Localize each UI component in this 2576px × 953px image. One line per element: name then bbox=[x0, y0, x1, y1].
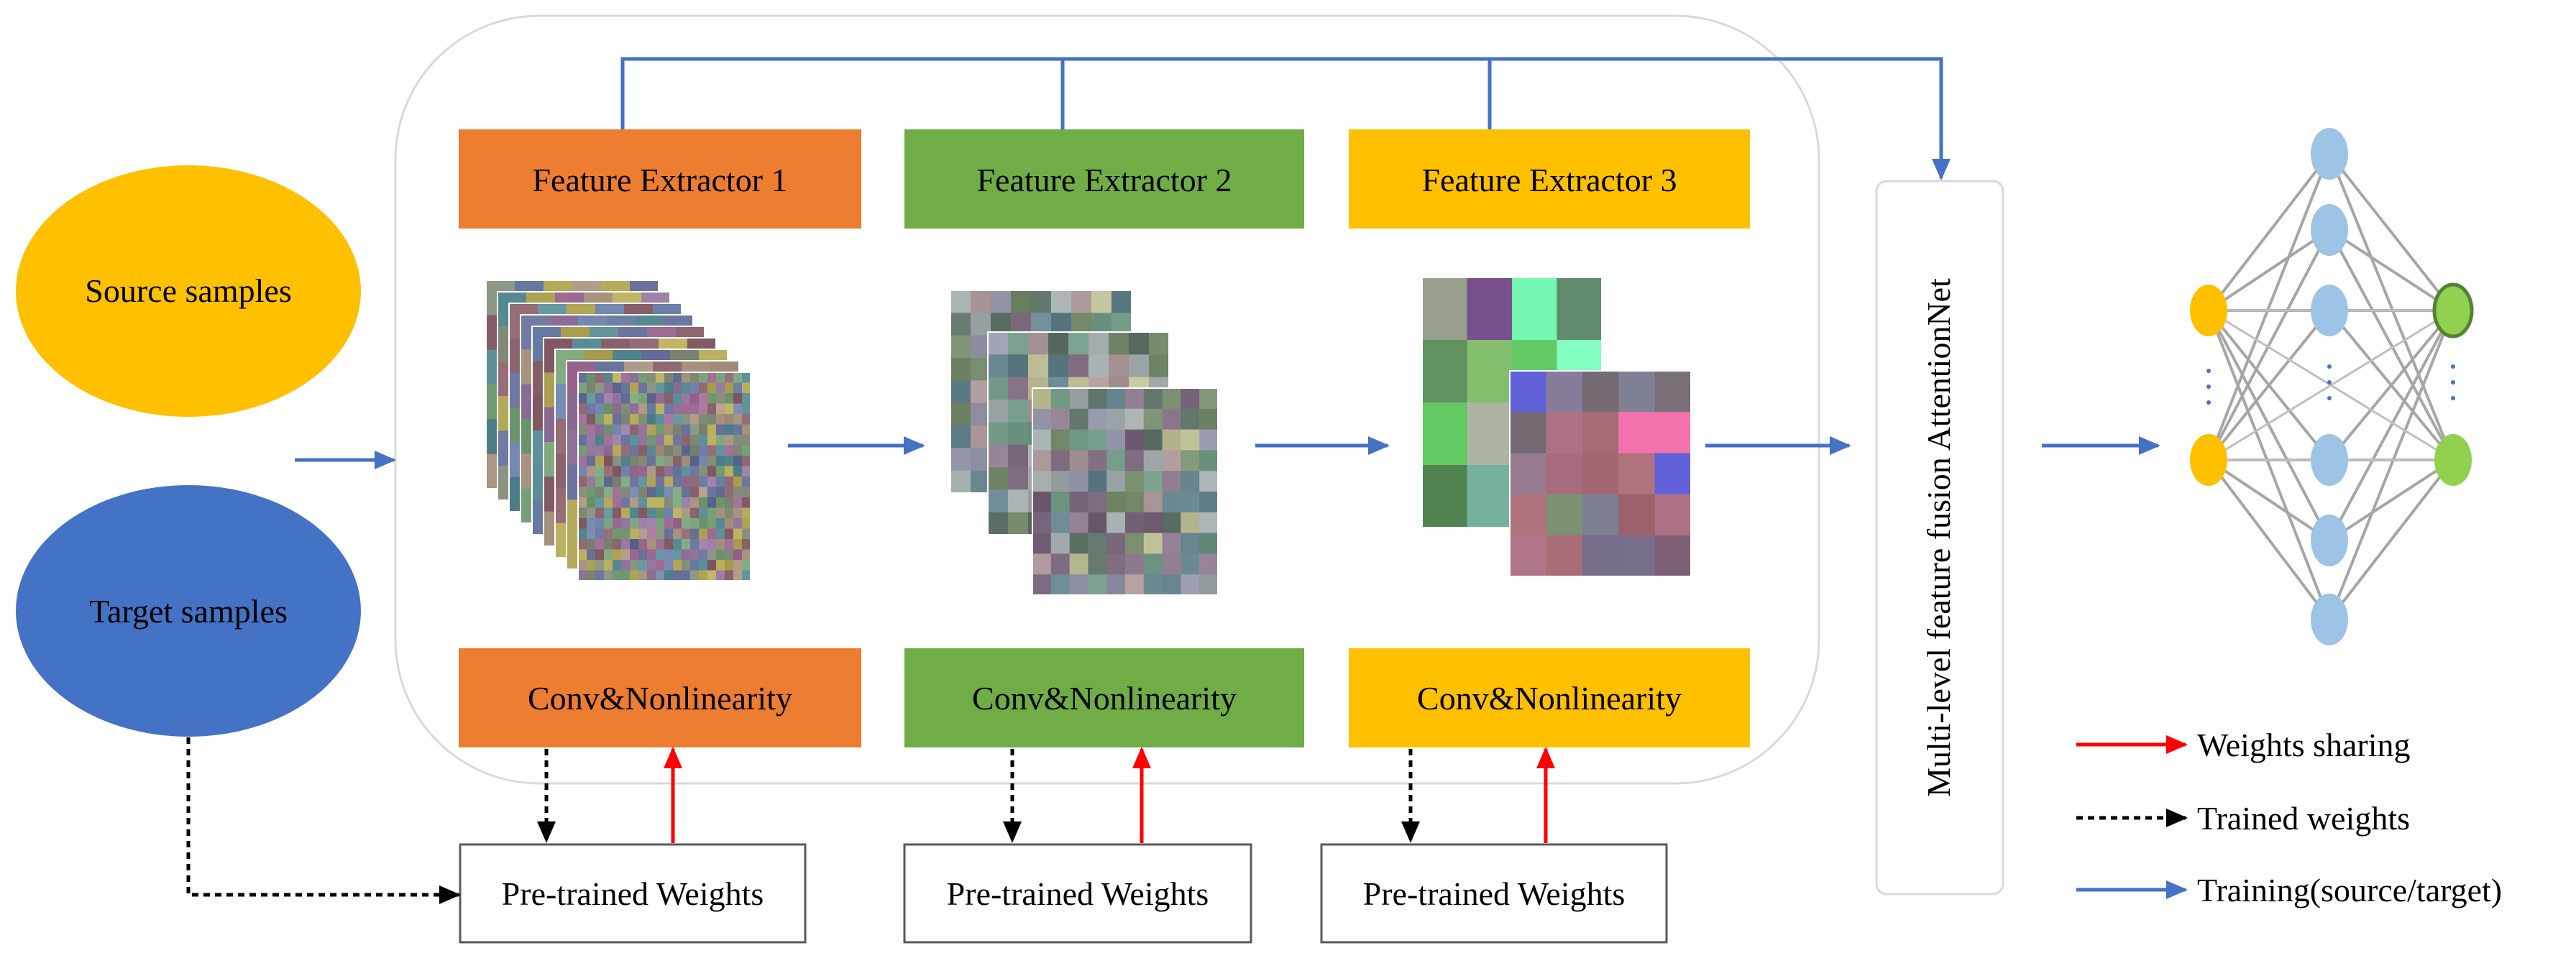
network-node bbox=[2190, 285, 2227, 336]
conv-nonlinearity-2-label: Conv&Nonlinearity bbox=[972, 680, 1237, 717]
target-samples-node: Target samples bbox=[16, 485, 361, 737]
feature-extractor-1-label: Feature Extractor 1 bbox=[532, 162, 787, 198]
conv-nonlinearity-3: Conv&Nonlinearity bbox=[1349, 648, 1750, 747]
legend-trained-weights: Trained weights bbox=[2076, 800, 2410, 837]
conv-nonlinearity-3-label: Conv&Nonlinearity bbox=[1417, 680, 1682, 717]
legend-training: Training(source/target) bbox=[2076, 872, 2502, 908]
network-node bbox=[2311, 204, 2348, 256]
network-connections bbox=[2207, 152, 2454, 621]
network-node bbox=[2311, 434, 2348, 486]
source-samples-node: Source samples bbox=[16, 165, 361, 417]
feature-extractor-1: Feature Extractor 1 bbox=[459, 129, 861, 229]
legend: Weights sharing Trained weights Training… bbox=[2076, 727, 2502, 908]
feature-map-stack-1 bbox=[485, 280, 751, 581]
conv-nonlinearity-2: Conv&Nonlinearity bbox=[904, 648, 1304, 747]
pretrained-weights-1: Pre-trained Weights bbox=[459, 843, 807, 944]
network-ellipsis bbox=[2206, 364, 2455, 405]
feature-extractor-3-label: Feature Extractor 3 bbox=[1421, 162, 1677, 198]
conv-nonlinearity-1-label: Conv&Nonlinearity bbox=[528, 680, 792, 717]
network-node bbox=[2434, 434, 2472, 486]
network-node bbox=[2311, 594, 2348, 645]
feature-extractor-2: Feature Extractor 2 bbox=[904, 129, 1304, 229]
network-node bbox=[2190, 434, 2227, 486]
pretrained-weights-2-label: Pre-trained Weights bbox=[947, 875, 1209, 912]
network-node bbox=[2311, 285, 2348, 336]
feature-extractor-2-label: Feature Extractor 2 bbox=[976, 162, 1232, 198]
network-node bbox=[2311, 128, 2348, 180]
feature-map-stack-2 bbox=[950, 290, 1219, 596]
trained-weights-arrows bbox=[186, 737, 1420, 904]
pretrained-weights-3: Pre-trained Weights bbox=[1320, 843, 1668, 944]
source-samples-label: Source samples bbox=[85, 272, 291, 309]
pretrained-weights-1-label: Pre-trained Weights bbox=[502, 875, 764, 912]
training-connector-top bbox=[620, 57, 1951, 180]
legend-weights-sharing: Weights sharing bbox=[2076, 727, 2411, 763]
conv-nonlinearity-1: Conv&Nonlinearity bbox=[459, 648, 861, 747]
weight-sharing-arrows bbox=[664, 747, 1555, 843]
legend-trained-weights-label: Trained weights bbox=[2197, 800, 2410, 837]
training-flow-arrows bbox=[295, 436, 2160, 469]
attention-net-label: Multi-level feature fusion AttentionNet bbox=[1920, 278, 1957, 797]
legend-training-label: Training(source/target) bbox=[2197, 872, 2502, 908]
attention-net-box: Multi-level feature fusion AttentionNet bbox=[1875, 180, 2004, 896]
pretrained-weights-3-label: Pre-trained Weights bbox=[1363, 875, 1626, 912]
network-node bbox=[2432, 282, 2474, 339]
network-node bbox=[2311, 515, 2348, 566]
pretrained-weights-2: Pre-trained Weights bbox=[903, 843, 1252, 944]
feature-extractor-3: Feature Extractor 3 bbox=[1349, 129, 1750, 229]
feature-extractor-container bbox=[394, 14, 1820, 785]
network-nodes bbox=[2190, 128, 2474, 645]
target-samples-label: Target samples bbox=[89, 593, 288, 630]
feature-map-stack-3 bbox=[1421, 277, 1692, 577]
legend-weights-sharing-label: Weights sharing bbox=[2197, 727, 2411, 763]
